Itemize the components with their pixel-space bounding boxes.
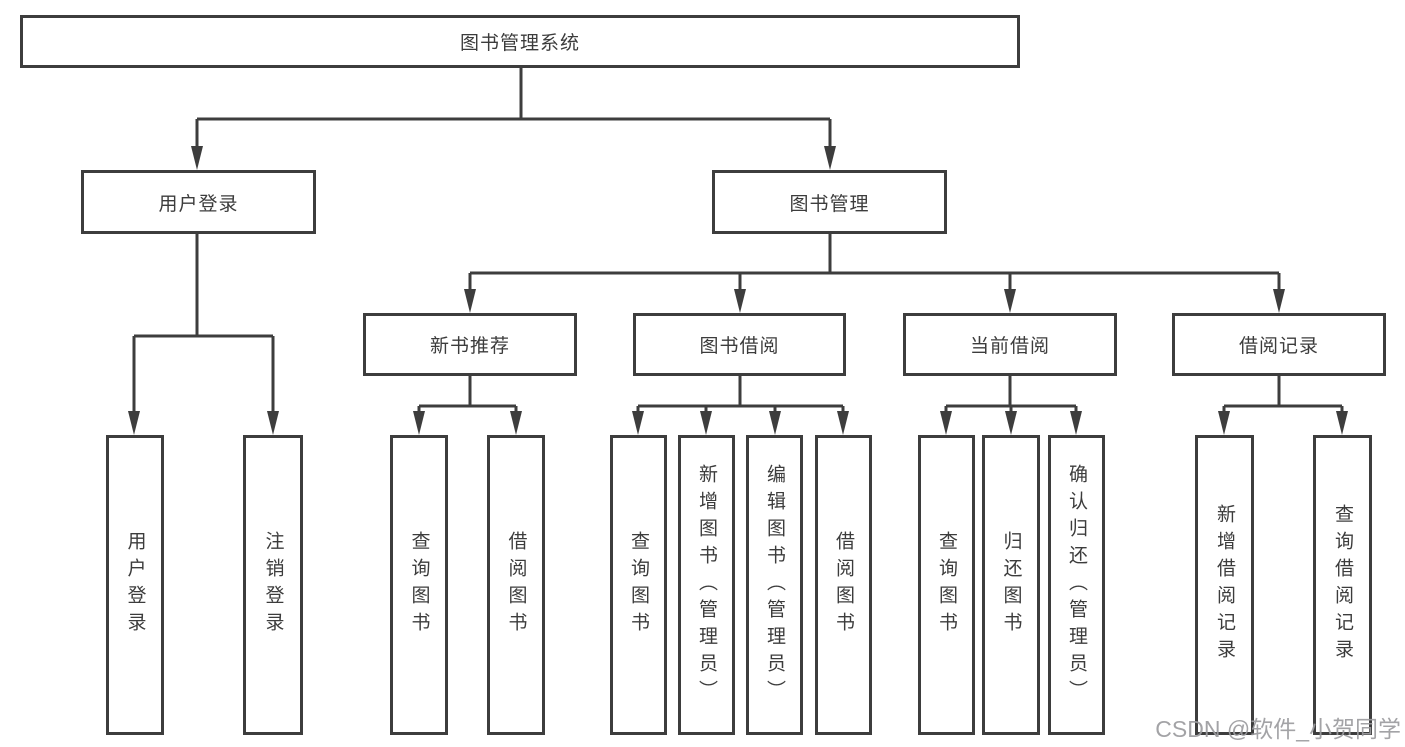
- leaf-recommend-query-book-label: 查询图书: [408, 531, 430, 639]
- leaf-current-return-book: 归还图书: [982, 435, 1040, 735]
- leaf-borrow-add-book-label: 新增图书（管理员）: [696, 463, 717, 707]
- node-current-borrow: 当前借阅: [903, 313, 1117, 376]
- node-book-management: 图书管理: [712, 170, 947, 234]
- leaf-recommend-query-book: 查询图书: [390, 435, 448, 735]
- leaf-borrow-borrow-book: 借阅图书: [815, 435, 872, 735]
- leaf-borrow-borrow-book-label: 借阅图书: [833, 531, 854, 639]
- leaf-borrow-query-book-label: 查询图书: [628, 531, 649, 639]
- node-root: 图书管理系统: [20, 15, 1020, 68]
- leaf-borrow-query-book: 查询图书: [610, 435, 667, 735]
- leaf-user-login: 用户登录: [106, 435, 164, 735]
- leaf-current-confirm-return: 确认归还（管理员）: [1048, 435, 1105, 735]
- leaf-logout-login-label: 注销登录: [262, 531, 284, 639]
- leaf-current-confirm-return-label: 确认归还（管理员）: [1066, 463, 1087, 707]
- leaf-records-query-record: 查询借阅记录: [1313, 435, 1372, 735]
- leaf-current-query-book-label: 查询图书: [936, 531, 957, 639]
- leaf-records-add-record-label: 新增借阅记录: [1214, 504, 1235, 666]
- leaf-recommend-borrow-book-label: 借阅图书: [505, 531, 527, 639]
- node-book-borrow-label: 图书借阅: [699, 336, 780, 357]
- leaf-recommend-borrow-book: 借阅图书: [487, 435, 545, 735]
- leaf-records-add-record: 新增借阅记录: [1195, 435, 1254, 735]
- leaf-current-return-book-label: 归还图书: [1000, 531, 1022, 639]
- node-user-login: 用户登录: [81, 170, 316, 234]
- node-new-book-recommend-label: 新书推荐: [429, 336, 510, 357]
- leaf-current-query-book: 查询图书: [918, 435, 975, 735]
- node-book-borrow: 图书借阅: [633, 313, 846, 376]
- node-borrow-records: 借阅记录: [1172, 313, 1386, 376]
- leaf-borrow-edit-book: 编辑图书（管理员）: [746, 435, 803, 735]
- leaf-records-query-record-label: 查询借阅记录: [1332, 504, 1353, 666]
- leaf-user-login-label: 用户登录: [124, 531, 146, 639]
- node-current-borrow-label: 当前借阅: [969, 336, 1050, 357]
- node-user-login-label: 用户登录: [158, 193, 239, 215]
- node-new-book-recommend: 新书推荐: [363, 313, 577, 376]
- node-borrow-records-label: 借阅记录: [1238, 336, 1319, 357]
- leaf-borrow-edit-book-label: 编辑图书（管理员）: [764, 463, 785, 707]
- leaf-logout-login: 注销登录: [243, 435, 303, 735]
- leaf-borrow-add-book: 新增图书（管理员）: [678, 435, 735, 735]
- node-root-label: 图书管理系统: [459, 33, 580, 54]
- node-book-management-label: 图书管理: [789, 193, 870, 215]
